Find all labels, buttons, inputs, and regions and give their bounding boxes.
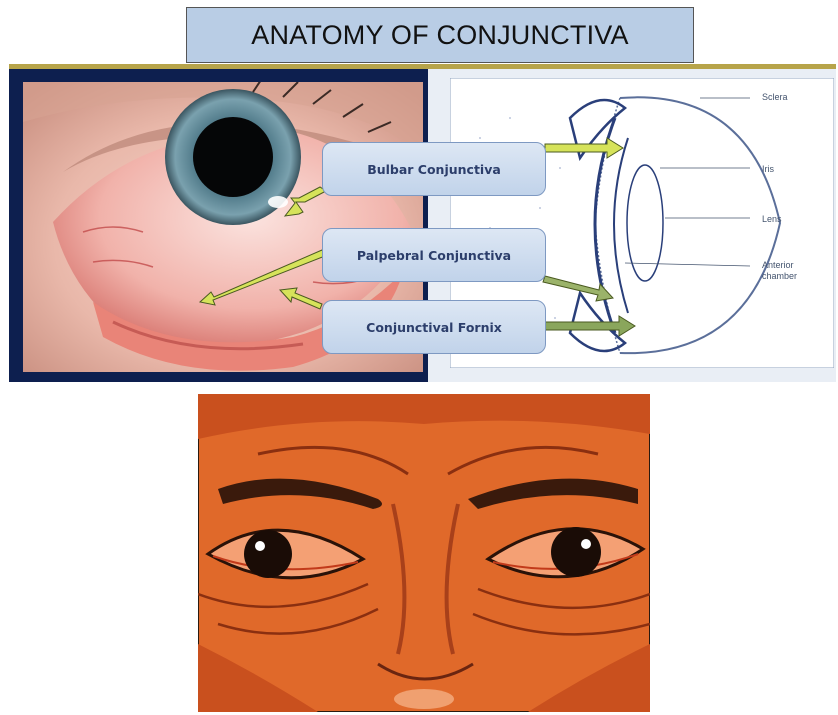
callout-bulbar-conjunctiva: Bulbar Conjunctiva — [322, 142, 546, 196]
page-title: ANATOMY OF CONJUNCTIVA — [186, 7, 694, 63]
arrow-palpebral-schematic — [543, 276, 613, 301]
arrow-palpebral-photo — [200, 250, 325, 305]
arrow-fornix-photo — [280, 288, 322, 309]
callout-conjunctival-fornix: Conjunctival Fornix — [322, 300, 546, 354]
arrow-bulbar-photo — [285, 187, 326, 216]
red-eyes-illustration — [198, 394, 650, 712]
anatomy-panel: Sclera Iris Lens Anterior chamber Bulbar… — [9, 64, 836, 382]
arrow-fornix-schematic — [545, 316, 635, 336]
arrow-bulbar-schematic — [545, 138, 623, 158]
callout-palpebral-conjunctiva: Palpebral Conjunctiva — [322, 228, 546, 282]
